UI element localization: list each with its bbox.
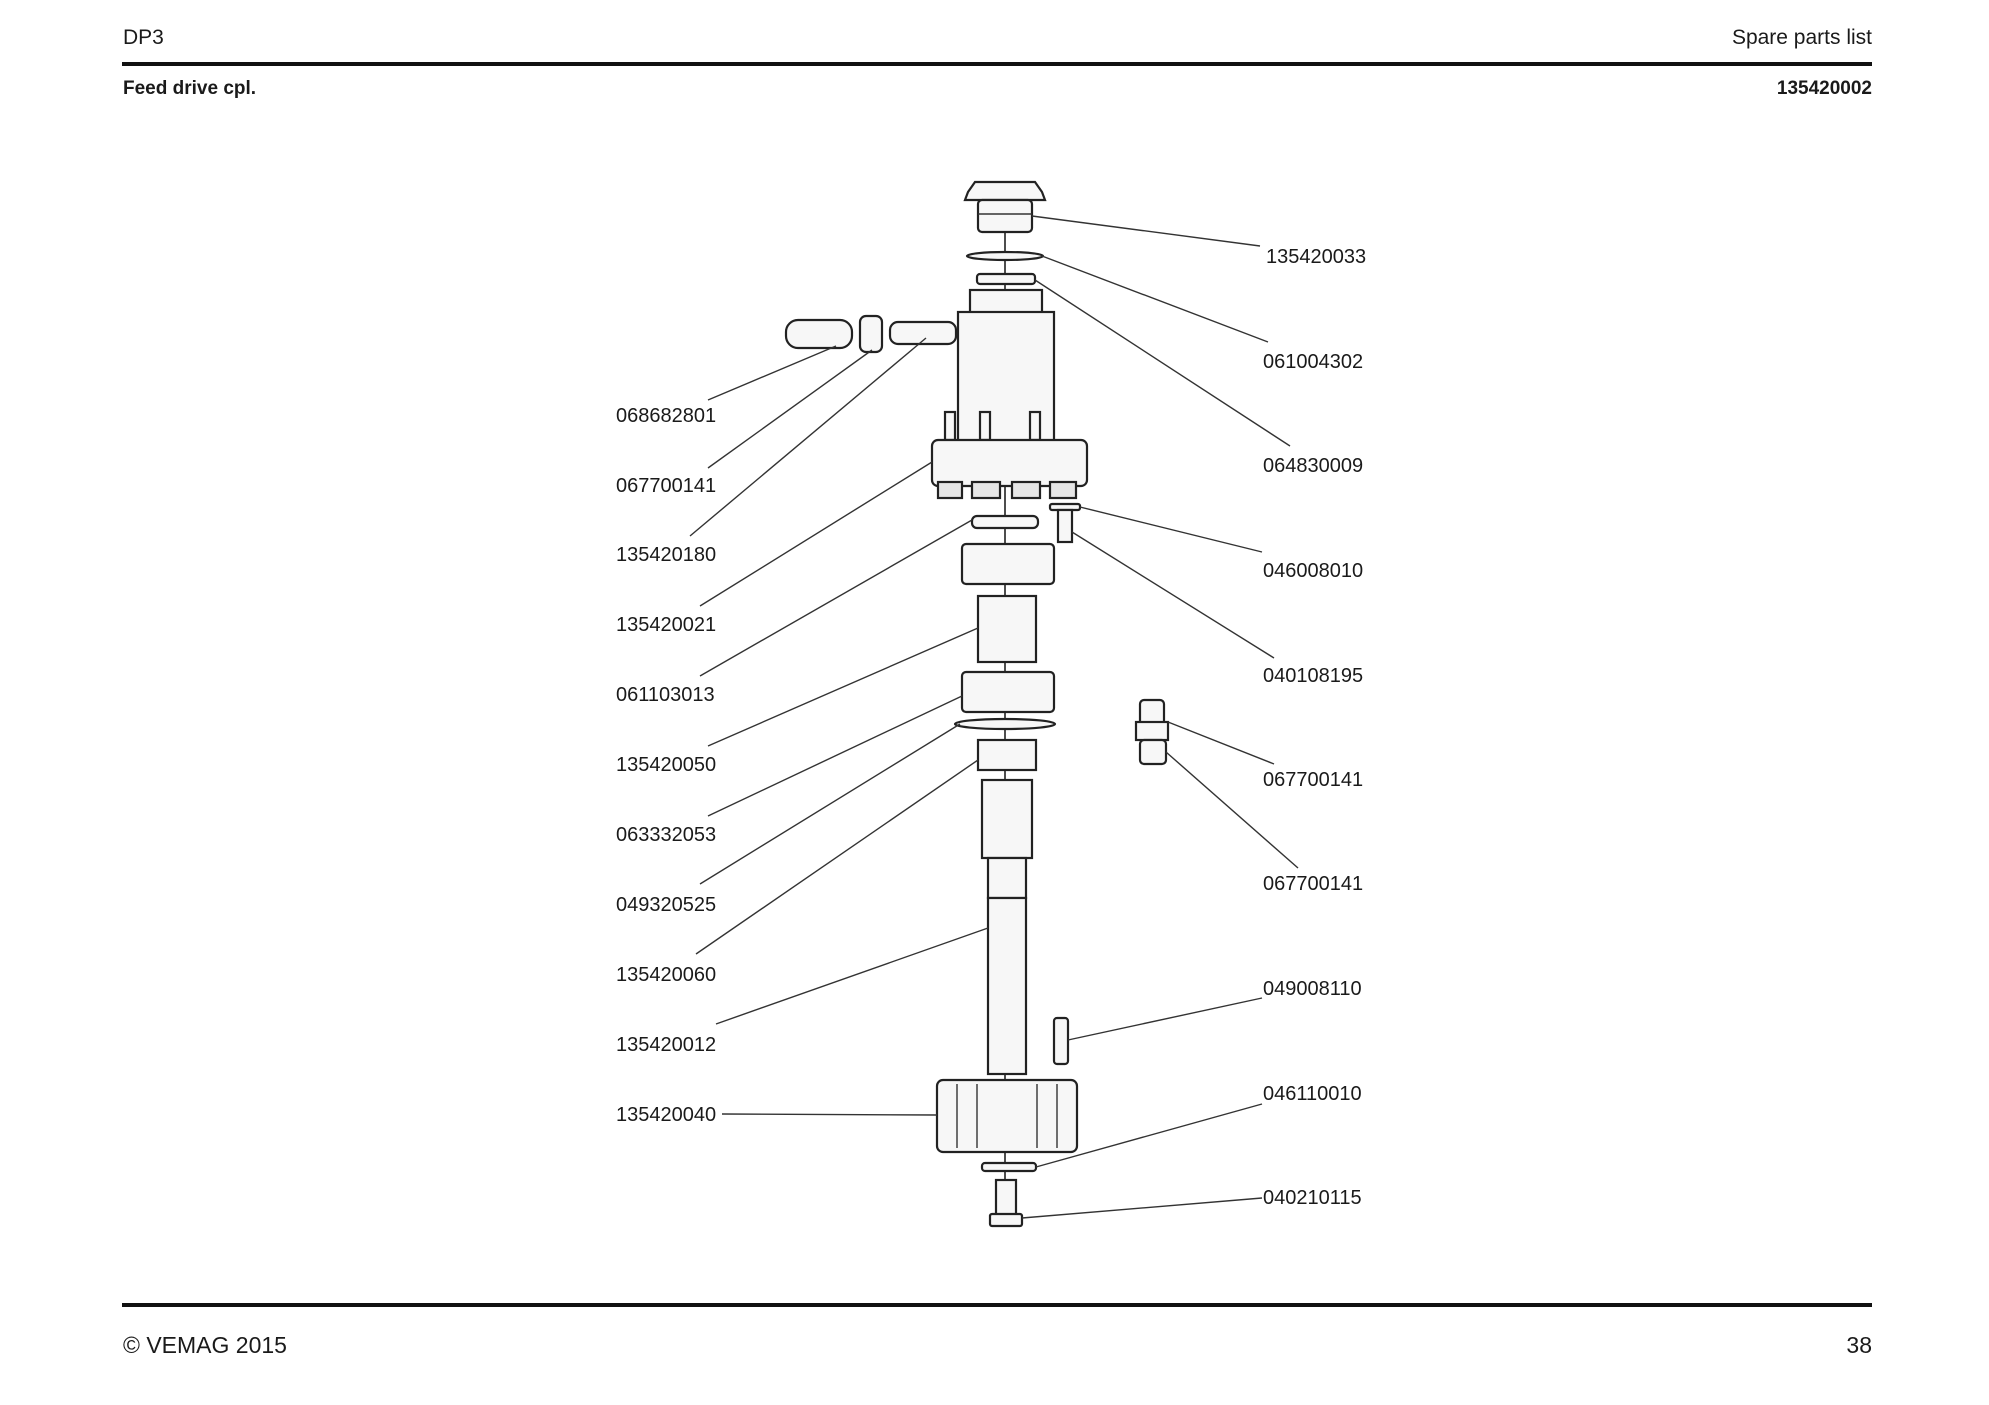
leader-line — [1035, 1103, 1263, 1168]
leader-line — [1167, 721, 1275, 765]
assembly-number: 135420002 — [1776, 78, 1872, 99]
leader-line — [1031, 215, 1261, 247]
part-number-label: 135420012 — [616, 1034, 716, 1056]
part-number-label: 061004302 — [1263, 351, 1363, 373]
leader-line — [1079, 506, 1263, 553]
leader-line — [1041, 255, 1269, 343]
part-number-label: 135420060 — [616, 964, 716, 986]
part-shaft — [980, 778, 1034, 1076]
part-number-label: 049320525 — [616, 894, 716, 916]
leader-line — [715, 927, 989, 1025]
leader-line — [1067, 997, 1263, 1041]
part-number-label: 046110010 — [1263, 1083, 1362, 1105]
leader-line — [1021, 1197, 1263, 1219]
part-number-label: 135420033 — [1266, 246, 1366, 268]
part-o-ring-top — [965, 250, 1045, 262]
part-number-label: 068682801 — [616, 405, 716, 427]
leader-line — [1034, 279, 1291, 447]
leader-line — [707, 695, 963, 817]
header-rule — [122, 62, 1872, 66]
part-number-label: 067700141 — [1263, 769, 1363, 791]
part-side-fitting — [784, 314, 958, 354]
part-number-label: 067700141 — [616, 475, 716, 497]
part-bolt-small — [1056, 508, 1074, 544]
exploded-view-diagram: 068682801 067700141 135420180 135420021 … — [616, 180, 1366, 1228]
part-number-label: 049008110 — [1263, 978, 1362, 1000]
part-number-label: 135420021 — [616, 614, 716, 636]
leader-line — [699, 723, 961, 885]
part-number-label: 067700141 — [1263, 873, 1363, 895]
part-separate-fitting — [1134, 698, 1170, 766]
part-number-label: 063332053 — [616, 824, 716, 846]
assembly-name: Feed drive cpl. — [123, 78, 257, 99]
part-housing — [930, 288, 1089, 500]
part-bolt-bottom — [988, 1178, 1024, 1228]
leader-line — [1071, 531, 1275, 659]
page-number: 38 — [1846, 1332, 1872, 1358]
leader-line — [689, 337, 927, 537]
part-top-cap — [963, 180, 1047, 234]
leader-line — [695, 759, 979, 955]
part-washer — [953, 717, 1057, 731]
part-ring-2 — [970, 514, 1040, 530]
part-number-label: 135420180 — [616, 544, 716, 566]
part-number-label: 046008010 — [1263, 560, 1363, 582]
part-washer-bottom — [980, 1161, 1038, 1173]
footer-rule — [122, 1303, 1872, 1307]
part-bearing-upper — [960, 542, 1056, 586]
part-bearing-lower — [960, 670, 1056, 714]
leader-line — [699, 461, 933, 607]
leader-line — [699, 519, 973, 677]
part-number-label: 061103013 — [616, 684, 715, 706]
part-key — [1052, 1016, 1070, 1066]
part-number-label: 040108195 — [1263, 665, 1363, 687]
leader-line — [707, 627, 979, 747]
document-code: DP3 — [123, 26, 164, 49]
leader-line — [707, 349, 873, 469]
leader-line — [1165, 751, 1299, 869]
part-ring — [975, 272, 1037, 286]
part-number-label: 040210115 — [1263, 1187, 1362, 1209]
copyright: © VEMAG 2015 — [123, 1332, 287, 1358]
part-spacer — [976, 738, 1038, 772]
part-sleeve — [976, 594, 1038, 664]
part-number-label: 135420050 — [616, 754, 716, 776]
document-type: Spare parts list — [1731, 26, 1872, 49]
leader-line — [721, 1113, 938, 1116]
leader-line — [707, 345, 837, 401]
part-number-label: 135420040 — [616, 1104, 716, 1126]
part-pulley — [935, 1078, 1079, 1154]
part-number-label: 064830009 — [1263, 455, 1363, 477]
